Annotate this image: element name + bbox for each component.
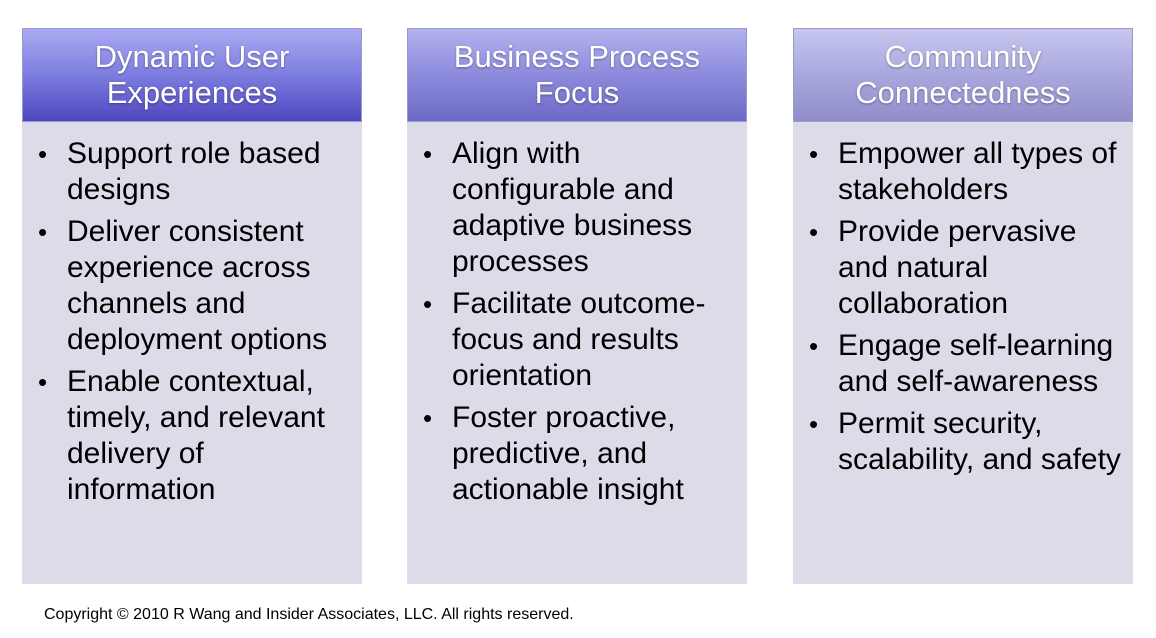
list-item: •Align with configurable and adaptive bu…	[423, 137, 693, 278]
bullet-list: •Support role based designs •Deliver con…	[38, 136, 354, 508]
list-item: •Deliver consistent experience across ch…	[38, 215, 328, 356]
bullet-icon: •	[809, 409, 819, 439]
bullet-icon: •	[423, 289, 433, 319]
column-body: •Align with configurable and adaptive bu…	[407, 122, 747, 584]
column-business-process-focus: Business Process Focus •Align with confi…	[407, 28, 747, 584]
bullet-icon: •	[423, 139, 433, 169]
bullet-icon: •	[38, 217, 48, 247]
column-body: •Empower all types of stakeholders •Prov…	[793, 122, 1133, 584]
column-title: Dynamic User Experiences	[94, 39, 290, 110]
list-item: •Enable contextual, timely, and relevant…	[38, 365, 325, 506]
bullet-icon: •	[809, 139, 819, 169]
list-item: •Foster proactive, predictive, and actio…	[423, 401, 684, 506]
column-body: •Support role based designs •Deliver con…	[22, 122, 362, 584]
list-item: •Engage self-learning and self-awareness	[809, 329, 1114, 398]
list-item: •Empower all types of stakeholders	[809, 137, 1117, 206]
bullet-icon: •	[809, 217, 819, 247]
list-item: •Facilitate outcome-focus and results or…	[423, 287, 706, 392]
column-header: Business Process Focus	[407, 28, 747, 122]
column-community-connectedness: Community Connectedness •Empower all typ…	[793, 28, 1133, 584]
bullet-icon: •	[38, 367, 48, 397]
column-dynamic-user-experiences: Dynamic User Experiences •Support role b…	[22, 28, 362, 584]
copyright-footer: Copyright © 2010 R Wang and Insider Asso…	[44, 606, 574, 623]
column-title: Community Connectedness	[855, 39, 1071, 110]
column-header: Community Connectedness	[793, 28, 1133, 122]
column-header: Dynamic User Experiences	[22, 28, 362, 122]
bullet-icon: •	[38, 139, 48, 169]
list-item: •Provide pervasive and natural collabora…	[809, 215, 1077, 320]
list-item: •Support role based designs	[38, 137, 321, 206]
list-item: •Permit security, scalability, and safet…	[809, 407, 1121, 476]
bullet-list: •Empower all types of stakeholders •Prov…	[809, 136, 1125, 478]
bullet-icon: •	[809, 331, 819, 361]
bullet-list: •Align with configurable and adaptive bu…	[423, 136, 739, 508]
column-title: Business Process Focus	[453, 39, 701, 110]
bullet-icon: •	[423, 403, 433, 433]
